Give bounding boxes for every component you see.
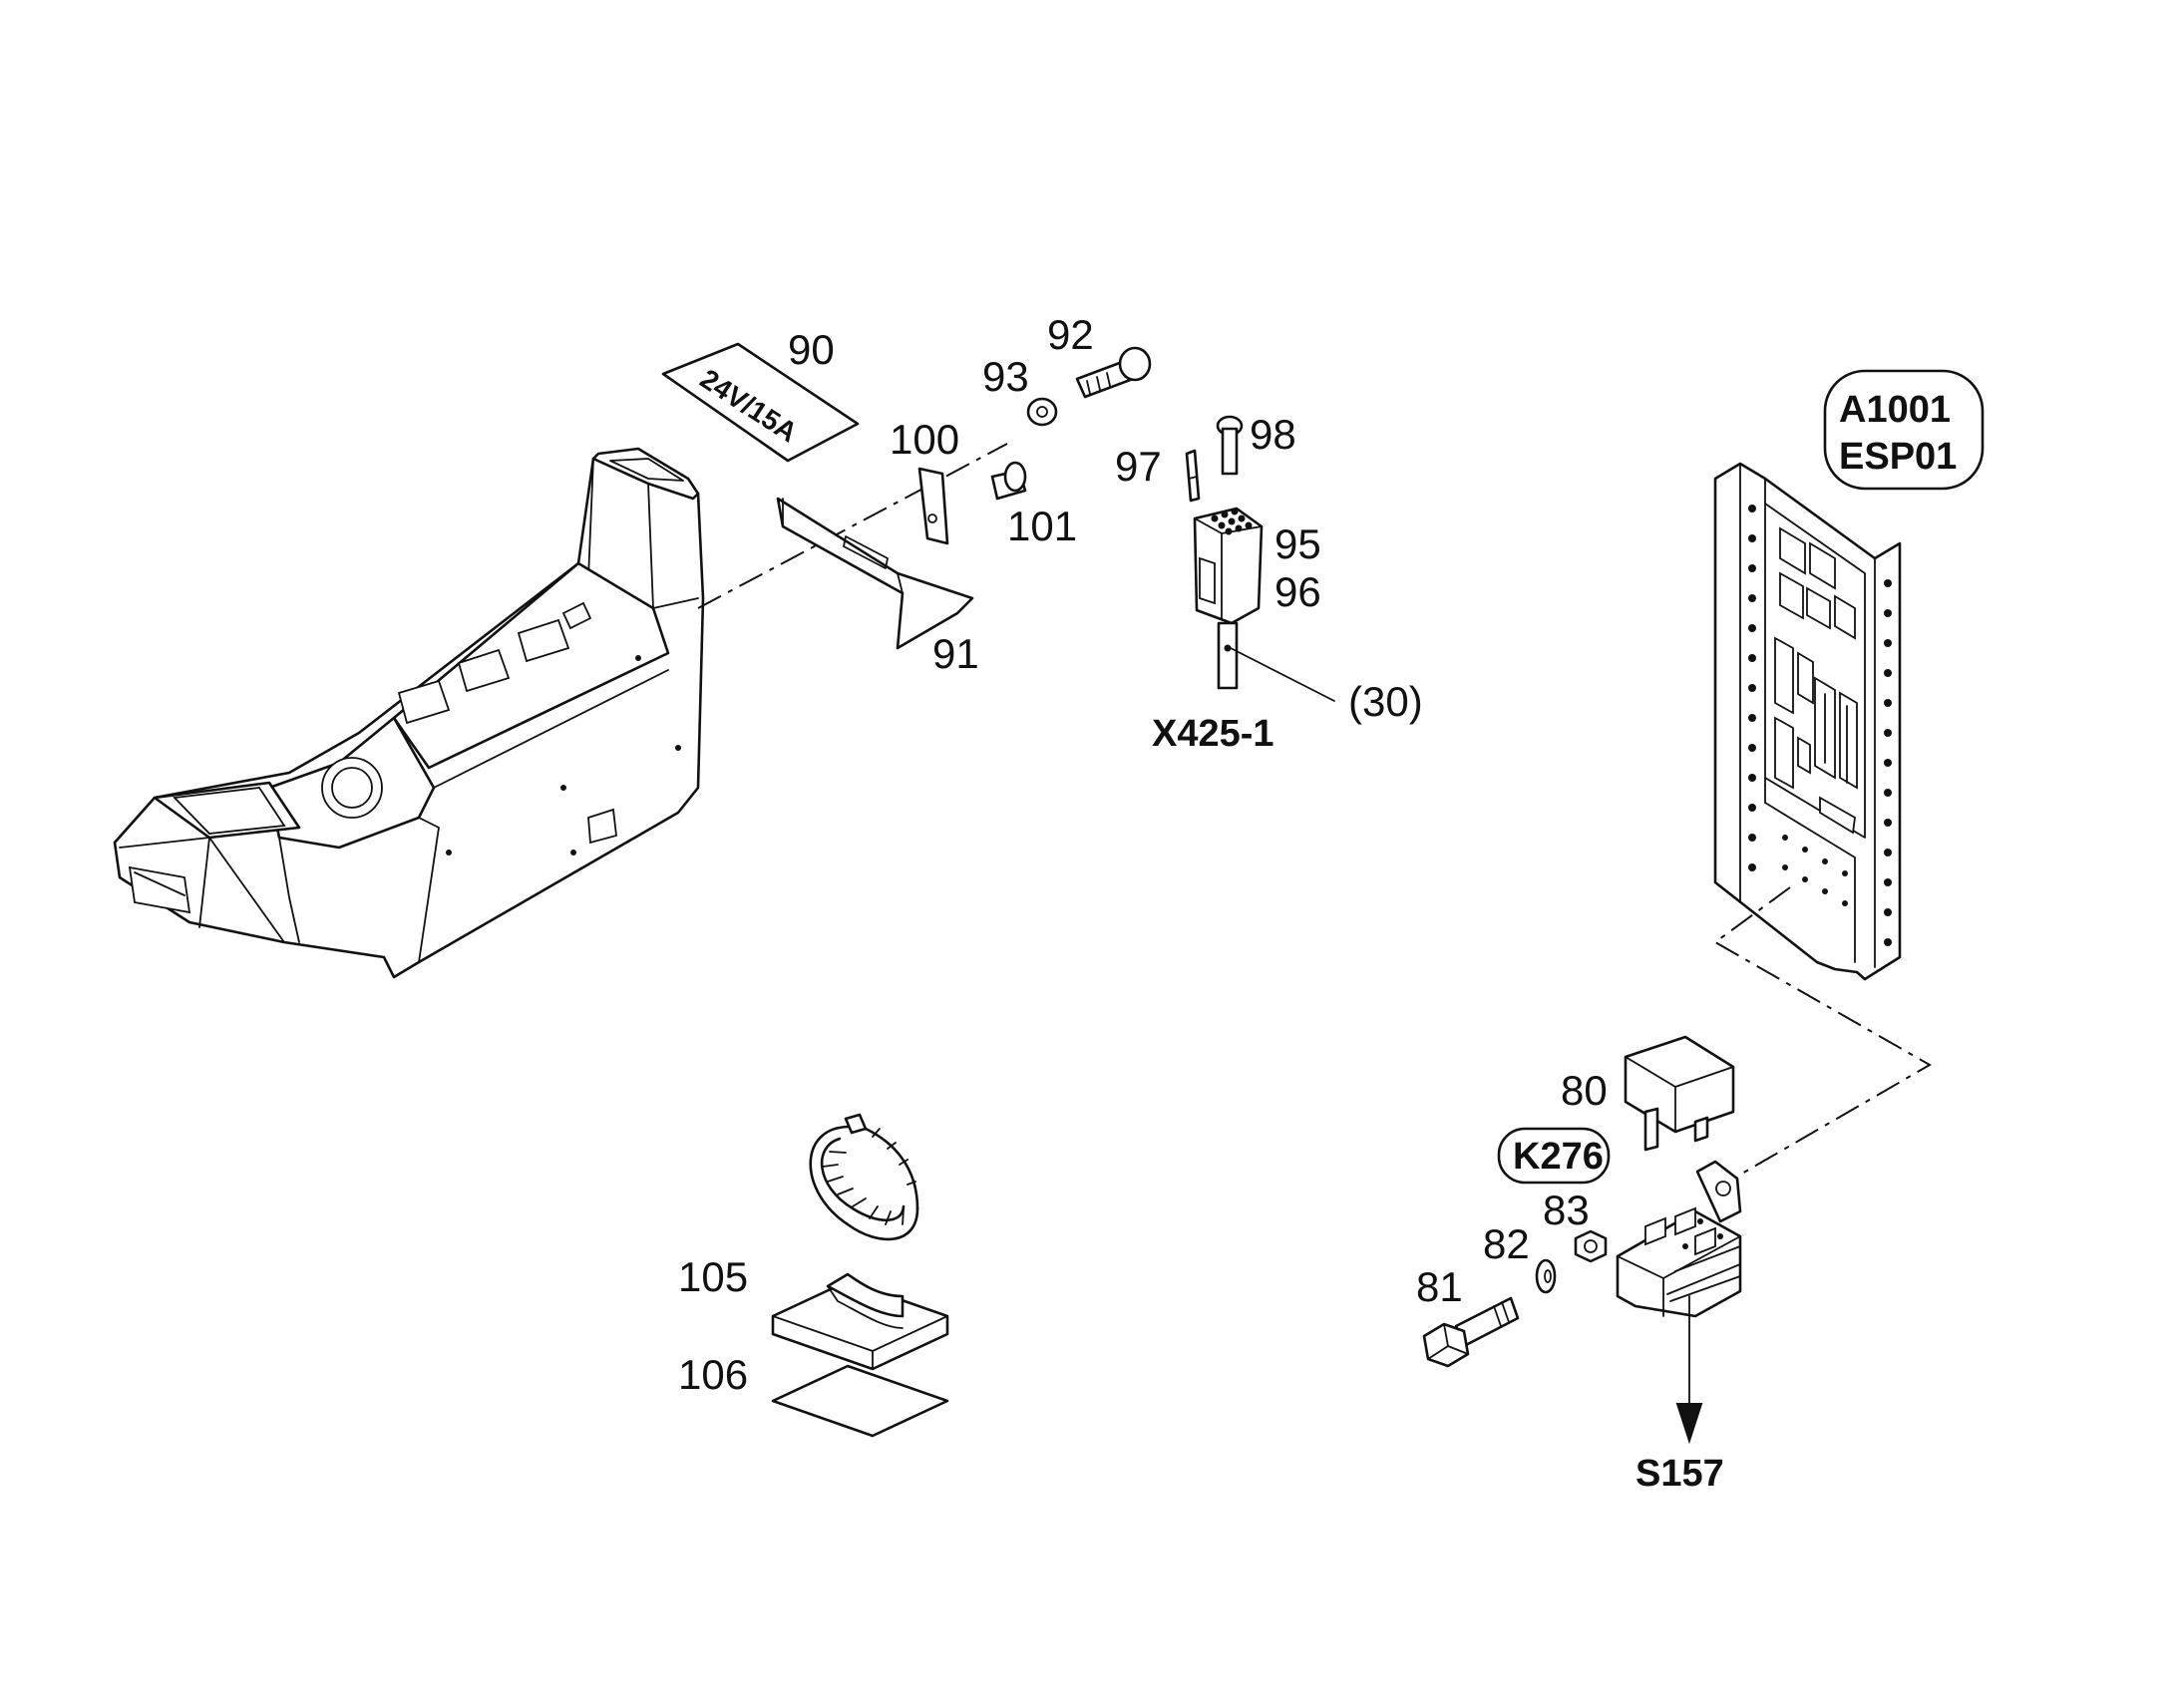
- label-91: 91: [932, 630, 979, 677]
- washer-93: [1026, 397, 1058, 427]
- label-x425-1: X425-1: [1152, 713, 1274, 755]
- label-esp01: ESP01: [1839, 436, 1957, 478]
- bolt-92: [1075, 346, 1152, 399]
- adhesive-pad-106: [771, 1364, 949, 1438]
- label-80: 80: [1561, 1067, 1608, 1114]
- label-83: 83: [1543, 1187, 1590, 1233]
- label-k276: K276: [1513, 1136, 1604, 1178]
- label-101: 101: [1007, 503, 1077, 549]
- console-housing: [113, 447, 705, 979]
- pin-97: [1185, 449, 1201, 503]
- plug-98: [1216, 415, 1244, 476]
- label-97: 97: [1115, 443, 1162, 490]
- arrow-s157: [1675, 1295, 1703, 1445]
- label-s157: S157: [1635, 1453, 1724, 1495]
- label-82: 82: [1483, 1220, 1530, 1267]
- cable-tie-mount-105: [771, 1272, 949, 1371]
- tag-a1001-esp01: A1001 ESP01: [1823, 369, 1985, 491]
- label-93: 93: [982, 353, 1029, 400]
- label-92: 92: [1047, 311, 1094, 358]
- label-105: 105: [678, 1253, 748, 1300]
- connector-pin-holes: [1211, 508, 1253, 535]
- tag-k276: K276: [1497, 1127, 1611, 1185]
- washer-82: [1535, 1258, 1557, 1294]
- circuit-board: [1774, 526, 1858, 835]
- unit-mounting-holes: [1748, 505, 1892, 946]
- label-98: 98: [1250, 411, 1296, 458]
- cable-tie: [809, 1113, 919, 1241]
- nut-83: [1574, 1229, 1608, 1263]
- bracket-91: [776, 467, 974, 650]
- bolt-81: [1422, 1296, 1520, 1368]
- label-96: 96: [1274, 568, 1321, 615]
- connector-95-96: [1193, 507, 1264, 690]
- label-81: 81: [1416, 1263, 1463, 1310]
- label-a1001: A1001: [1839, 389, 1951, 431]
- screw-101: [990, 461, 1027, 501]
- control-unit-a1001: [1713, 462, 1902, 981]
- label-30: (30): [1348, 678, 1423, 725]
- label-90: 90: [788, 326, 835, 373]
- relay-socket: [1616, 1160, 1742, 1318]
- relay-80: [1624, 1035, 1735, 1152]
- label-106: 106: [678, 1351, 748, 1398]
- label-95: 95: [1274, 520, 1321, 567]
- label-100: 100: [890, 416, 959, 463]
